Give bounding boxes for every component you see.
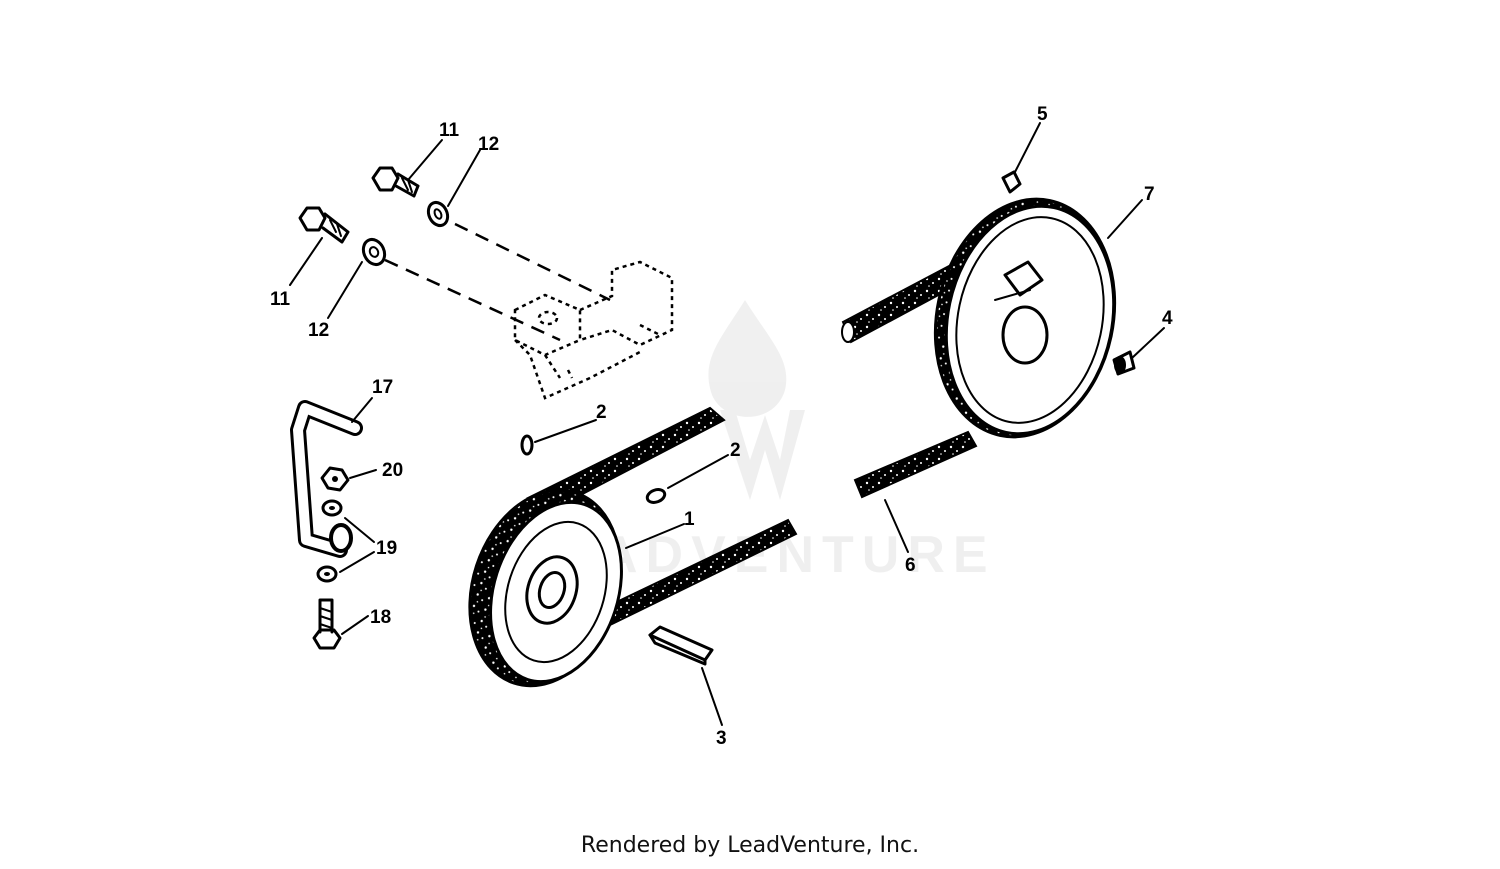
callout-6: 6 bbox=[905, 555, 916, 576]
callout-18: 18 bbox=[370, 607, 391, 628]
part-12-washer-lower bbox=[361, 237, 387, 267]
alignment-line-upper bbox=[454, 222, 611, 302]
part-12-washer-upper bbox=[426, 200, 450, 228]
part-19-washer-lower bbox=[316, 565, 338, 583]
callout-20: 20 bbox=[382, 460, 403, 481]
alignment-line-lower bbox=[384, 258, 561, 342]
part-11-bolt-upper bbox=[371, 166, 420, 198]
callout-1: 1 bbox=[684, 509, 695, 530]
part-19-washer-upper bbox=[321, 499, 343, 517]
part-2-set-screw-upper bbox=[520, 434, 534, 456]
part-17-rod bbox=[290, 400, 363, 558]
callout-7: 7 bbox=[1144, 184, 1155, 205]
callout-19: 19 bbox=[376, 538, 397, 559]
callouts: 11 12 11 12 17 20 19 18 2 2 1 3 5 7 4 6 bbox=[270, 104, 1173, 749]
part-4-key bbox=[1112, 350, 1136, 376]
callout-12-upper: 12 bbox=[478, 134, 499, 155]
callout-3: 3 bbox=[716, 728, 727, 749]
watermark: ADVENTURE bbox=[600, 300, 988, 584]
callout-12-lower: 12 bbox=[308, 320, 329, 341]
footer-credit: Rendered by LeadVenture, Inc. bbox=[580, 833, 920, 858]
part-2-set-screw-lower bbox=[645, 488, 667, 504]
part-11-bolt-lower bbox=[298, 206, 350, 244]
callout-2-lower: 2 bbox=[730, 440, 741, 461]
callout-5: 5 bbox=[1037, 104, 1048, 125]
callout-17: 17 bbox=[372, 377, 393, 398]
part-20-nut bbox=[320, 466, 350, 492]
callout-2-upper: 2 bbox=[596, 402, 607, 423]
part-7-pulley-upper bbox=[841, 197, 1117, 499]
part-18-bolt bbox=[312, 598, 342, 650]
phantom-bracket bbox=[513, 260, 674, 400]
callout-11-lower: 11 bbox=[270, 289, 291, 310]
flame-w-logo-icon bbox=[708, 300, 805, 500]
part-1-pulley-lower bbox=[468, 406, 798, 688]
callout-4: 4 bbox=[1162, 308, 1173, 329]
callout-11-upper: 11 bbox=[439, 120, 460, 141]
leader-lines bbox=[289, 122, 1165, 726]
part-5-set-screw bbox=[1001, 170, 1022, 194]
part-3-key bbox=[648, 625, 714, 666]
